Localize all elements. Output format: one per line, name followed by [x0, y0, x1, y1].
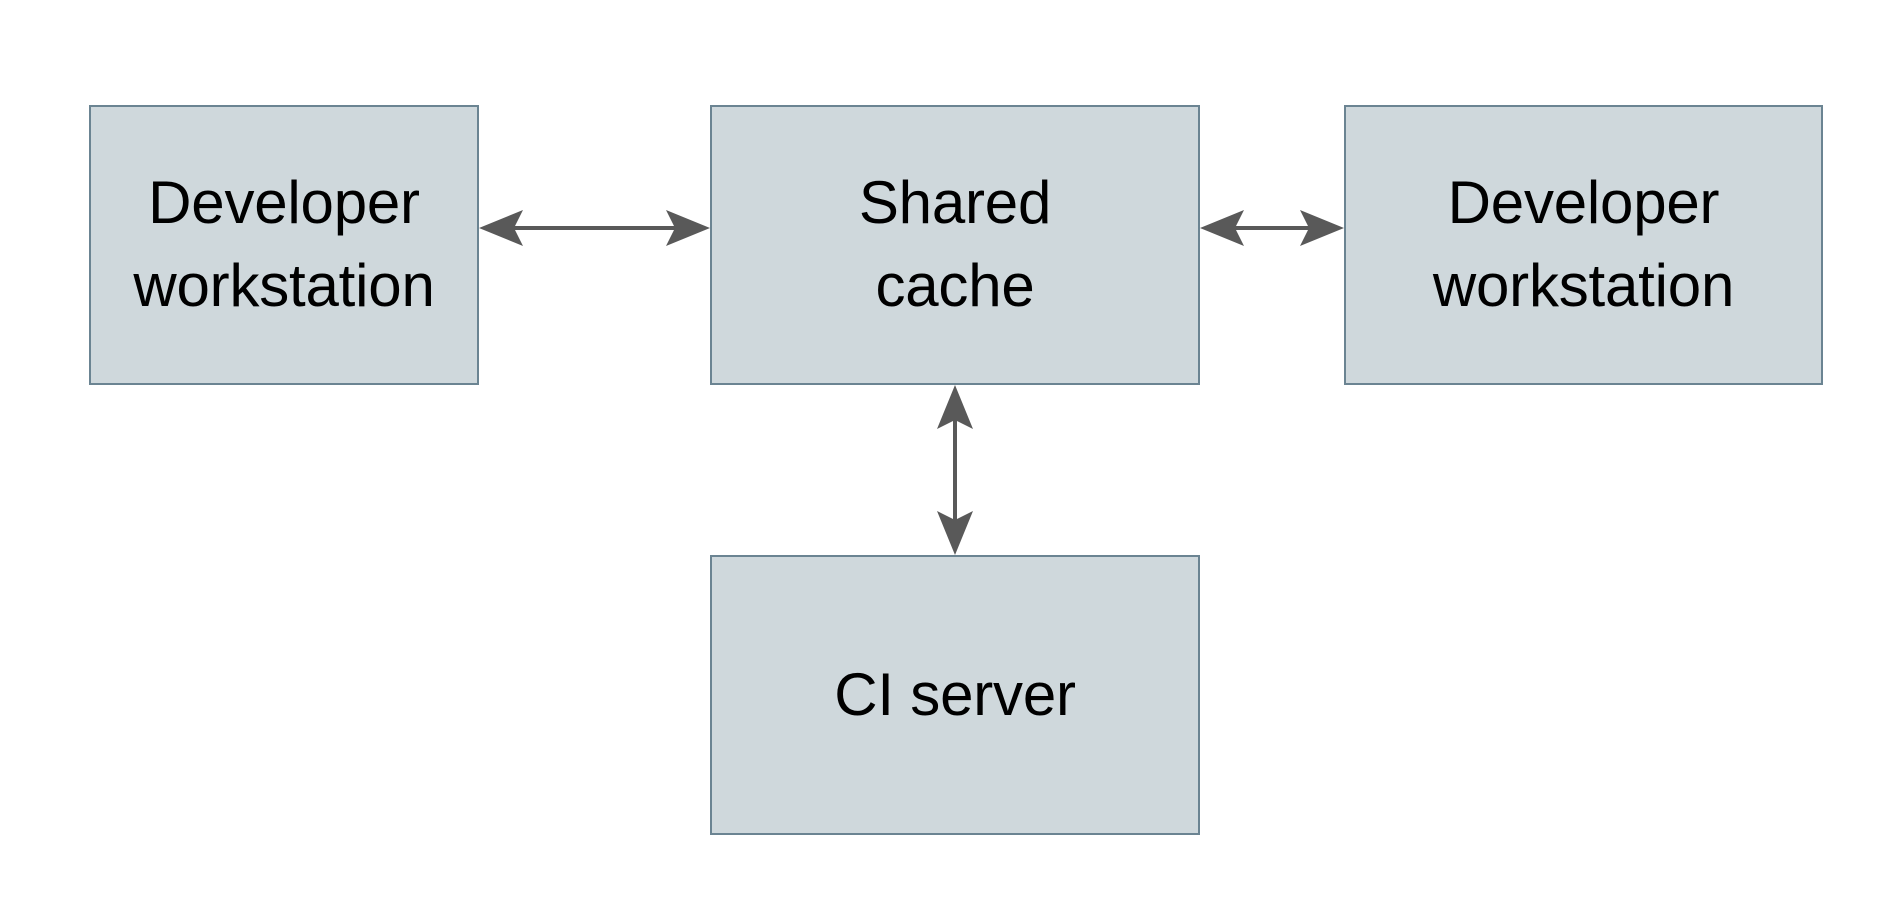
- node-label: CI server: [834, 660, 1076, 728]
- node-developer-workstation-right[interactable]: Developer workstation: [1344, 105, 1823, 385]
- connector-workstation-left-to-shared-cache: [479, 206, 710, 250]
- node-label: Developer workstation: [133, 169, 435, 319]
- node-developer-workstation-left[interactable]: Developer workstation: [89, 105, 479, 385]
- node-ci-server[interactable]: CI server: [710, 555, 1200, 835]
- node-label: Shared cache: [858, 169, 1052, 319]
- double-arrow-icon: [1200, 210, 1344, 246]
- connector-shared-cache-to-workstation-right: [1200, 206, 1344, 250]
- node-label: Developer workstation: [1432, 169, 1735, 319]
- node-shared-cache[interactable]: Shared cache: [710, 105, 1200, 385]
- double-arrow-icon: [937, 385, 973, 555]
- connector-shared-cache-to-ci-server: [933, 385, 977, 555]
- double-arrow-icon: [479, 210, 710, 246]
